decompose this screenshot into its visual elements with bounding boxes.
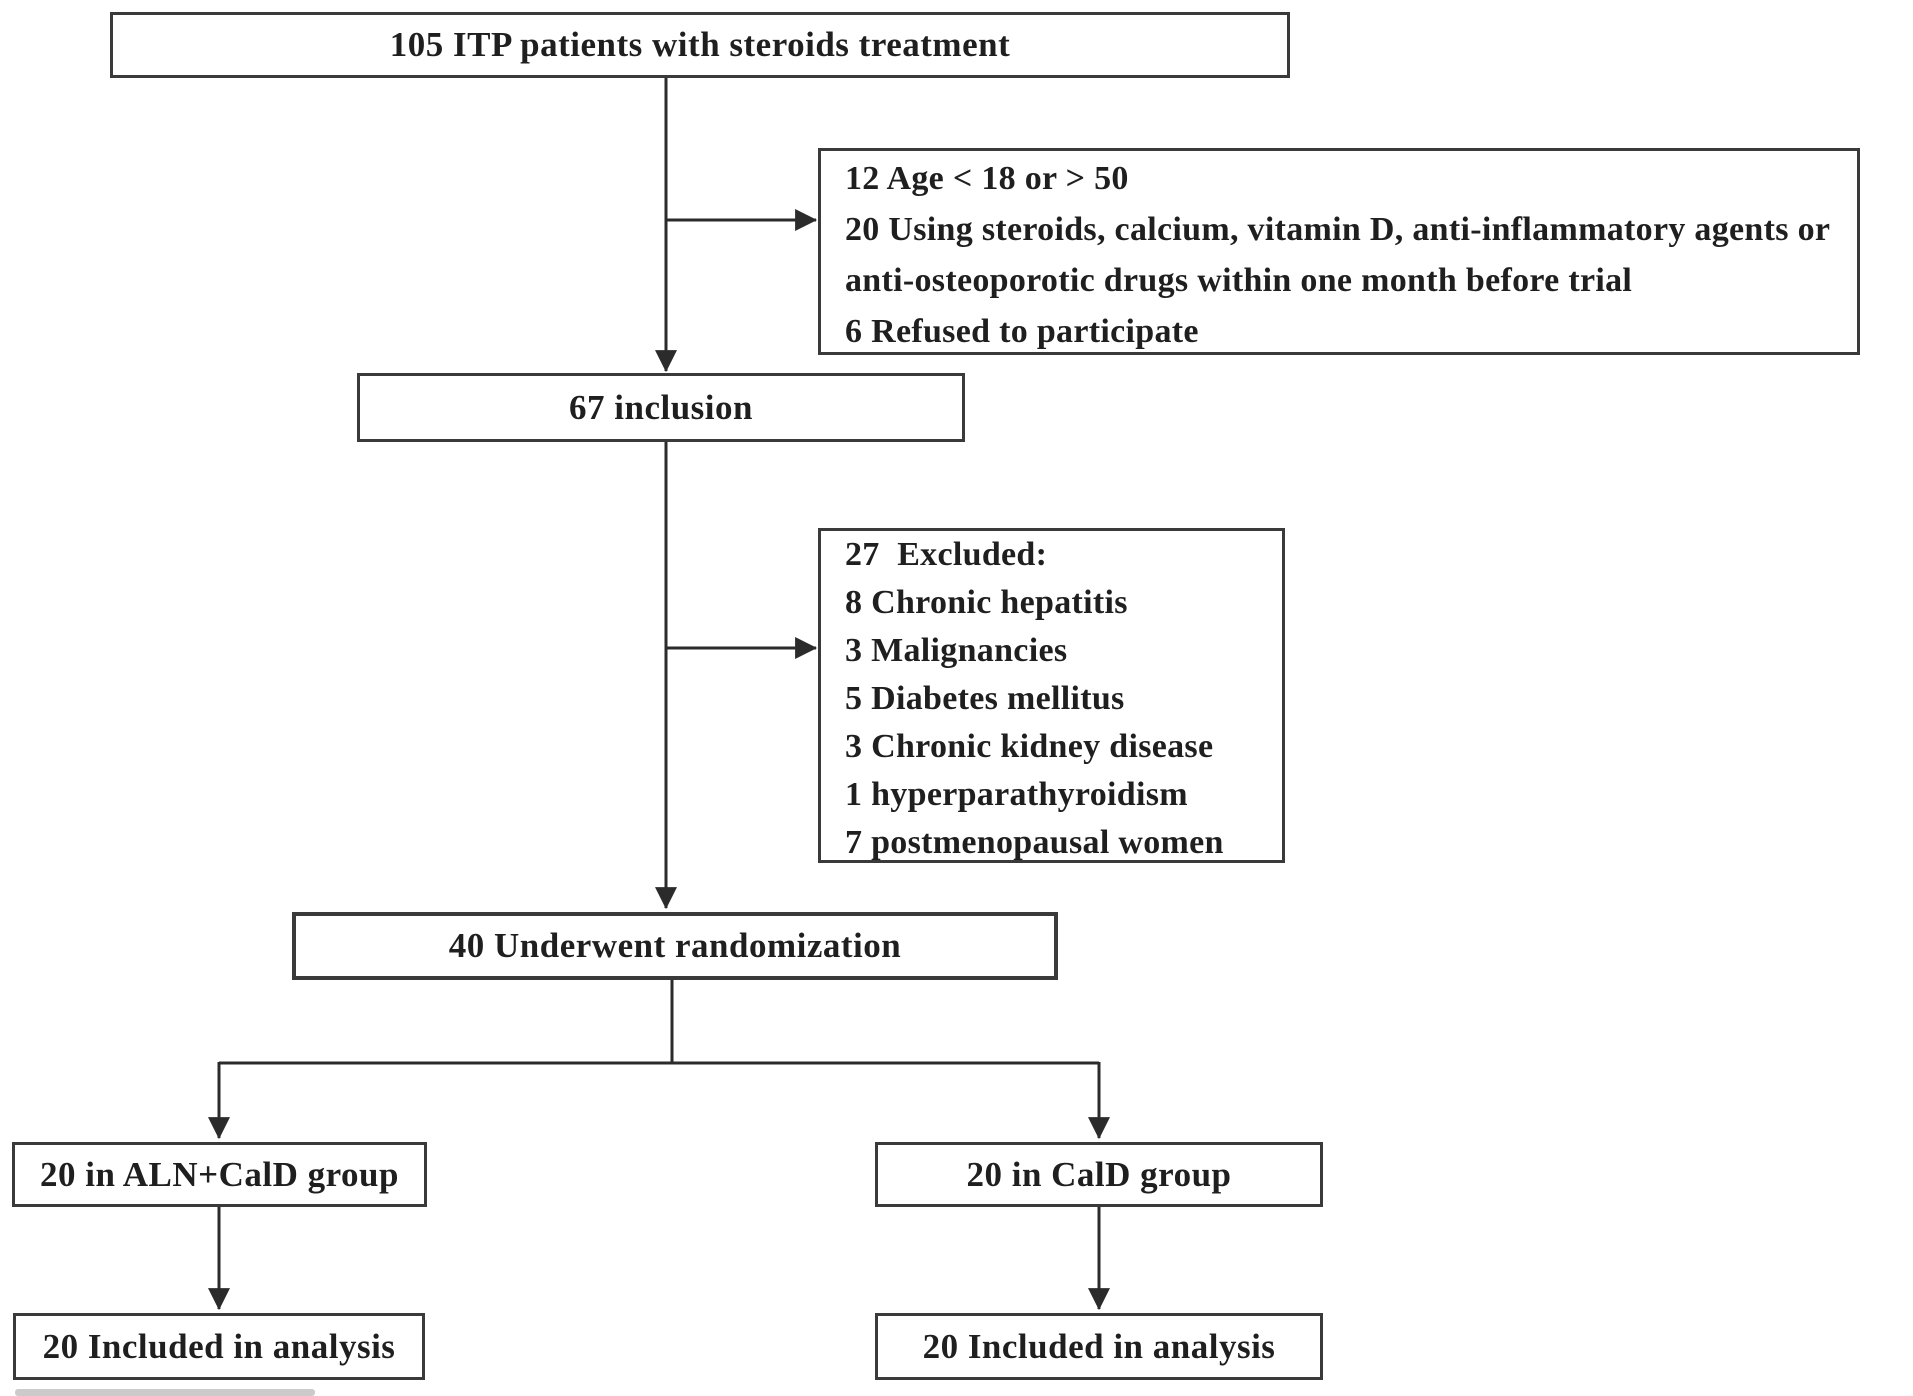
exclusion-1-line: 12 Age < 18 or > 50 [845,160,1129,197]
cropped-caption-remnant [15,1389,315,1396]
exclusion-1-line: anti-osteoporotic drugs within one month… [845,262,1633,299]
cald-group-box: 20 in CalD group [875,1142,1323,1207]
exclusion-2-line: 3 Malignancies [845,632,1068,669]
exclusion-box-2: 27 Excluded: 8 Chronic hepatitis 3 Malig… [818,528,1285,863]
exclusion-2-line: 7 postmenopausal women [845,824,1224,861]
aln-cald-analysis-box: 20 Included in analysis [13,1313,425,1380]
patients-box: 105 ITP patients with steroids treatment [110,12,1290,78]
exclusion-2-line: 27 Excluded: [845,536,1048,573]
cald-analysis-box: 20 Included in analysis [875,1313,1323,1380]
exclusion-1-line: 20 Using steroids, calcium, vitamin D, a… [845,211,1831,248]
exclusion-2-line: 8 Chronic hepatitis [845,584,1128,621]
exclusion-2-line: 3 Chronic kidney disease [845,728,1214,765]
aln-cald-group-box: 20 in ALN+CalD group [12,1142,427,1207]
exclusion-2-line: 5 Diabetes mellitus [845,680,1125,717]
exclusion-1-line: 6 Refused to participate [845,313,1199,350]
exclusion-2-line: 1 hyperparathyroidism [845,776,1188,813]
randomization-box: 40 Underwent randomization [292,912,1058,980]
inclusion-box: 67 inclusion [357,373,965,442]
exclusion-box-1: 12 Age < 18 or > 50 20 Using steroids, c… [818,148,1860,355]
